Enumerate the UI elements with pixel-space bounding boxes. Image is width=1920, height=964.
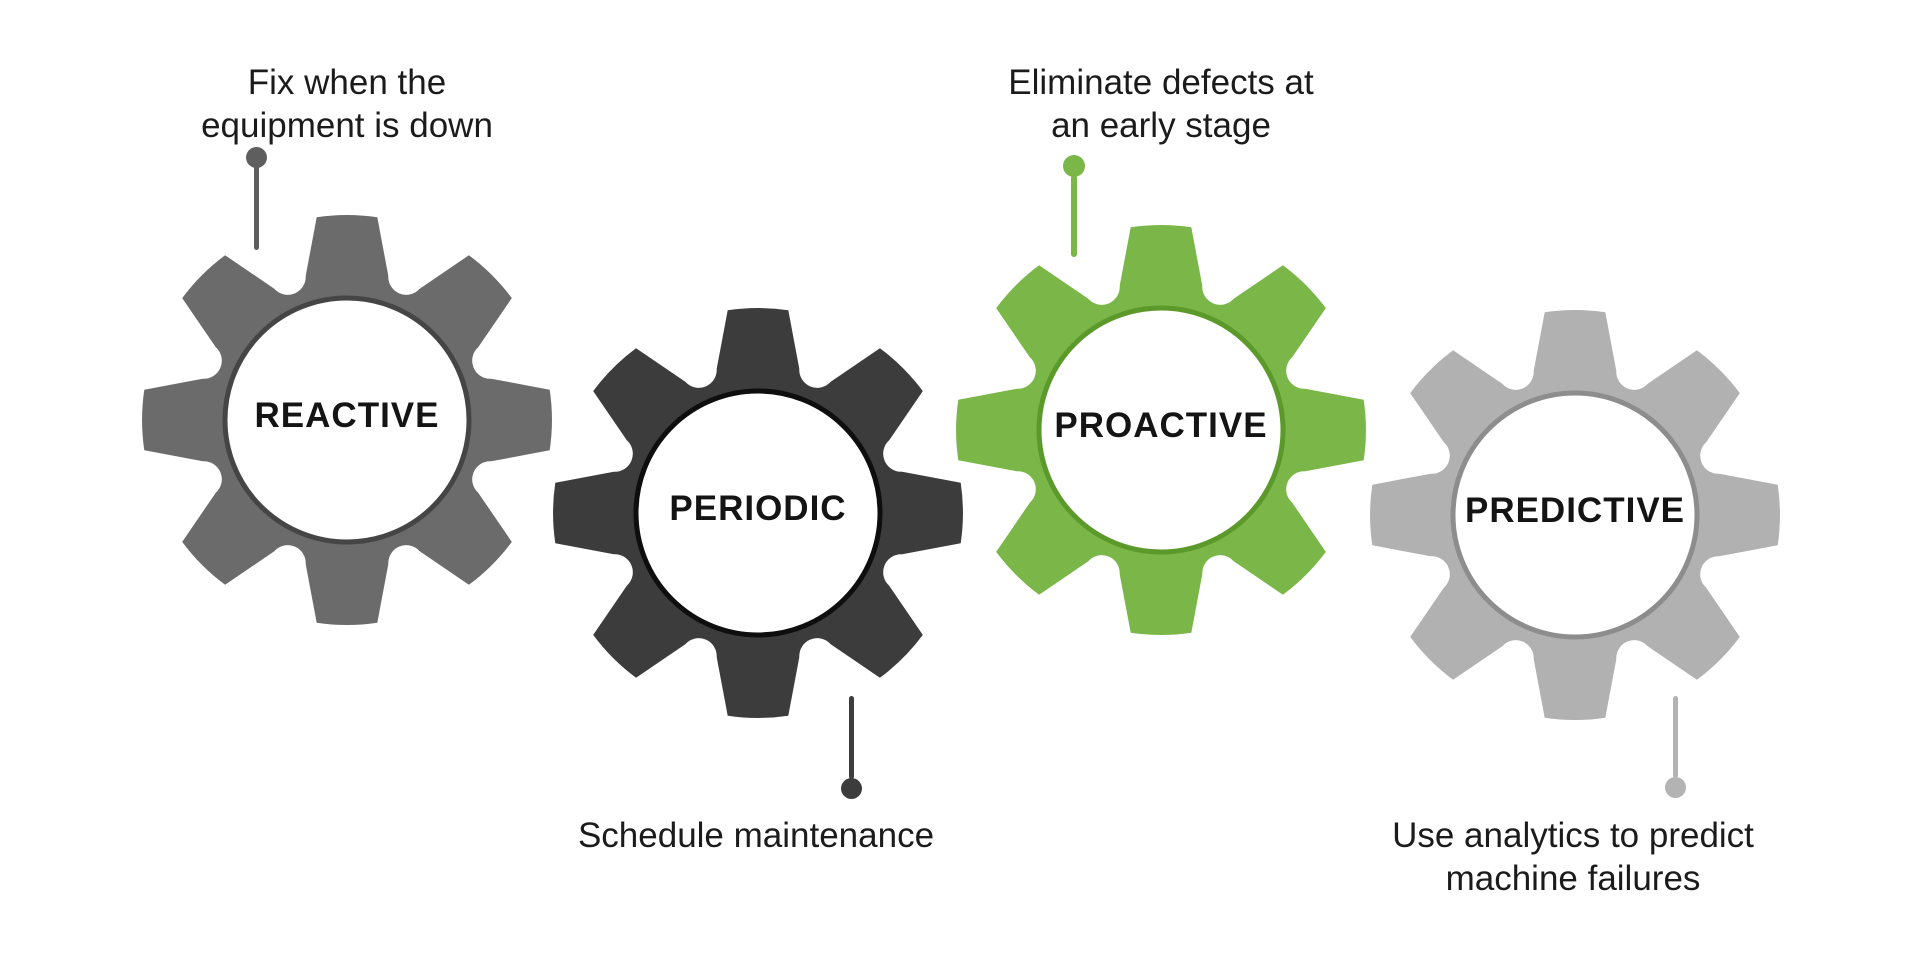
connector-line [1071,175,1077,257]
annotation-text: Fix when the equipment is down [97,61,597,147]
annotation-text: Eliminate defects at an early stage [911,61,1411,147]
gear-icon-reactive [142,215,552,625]
annotation-text: Use analytics to predict machine failure… [1323,814,1823,900]
annotation-line: Fix when the [247,63,447,102]
connector-line [254,166,259,250]
annotation-line: machine failures [1445,859,1701,898]
gear-icon-predictive [1370,310,1780,720]
connector-dot [1665,777,1686,798]
connector-line [849,696,854,779]
gear-label-reactive: REACTIVE [254,396,440,435]
connector-line [1673,696,1678,778]
annotation-line: Eliminate defects at [1008,63,1314,102]
annotation-line: equipment is down [201,106,493,145]
gear-label-predictive: PREDICTIVE [1464,491,1686,530]
connector-dot [246,147,267,168]
gear-icon-proactive [956,225,1366,635]
annotation-line: Schedule maintenance [577,816,935,855]
connector-dot [1063,155,1085,177]
annotation-line: an early stage [1051,106,1271,145]
gear-label-proactive: PROACTIVE [1054,406,1268,445]
gear-label-periodic: PERIODIC [669,489,847,528]
connector-dot [841,778,862,799]
gear-icon-periodic [553,308,963,718]
annotation-line: Use analytics to predict [1392,816,1754,855]
annotation-text: Schedule maintenance [506,814,1006,857]
